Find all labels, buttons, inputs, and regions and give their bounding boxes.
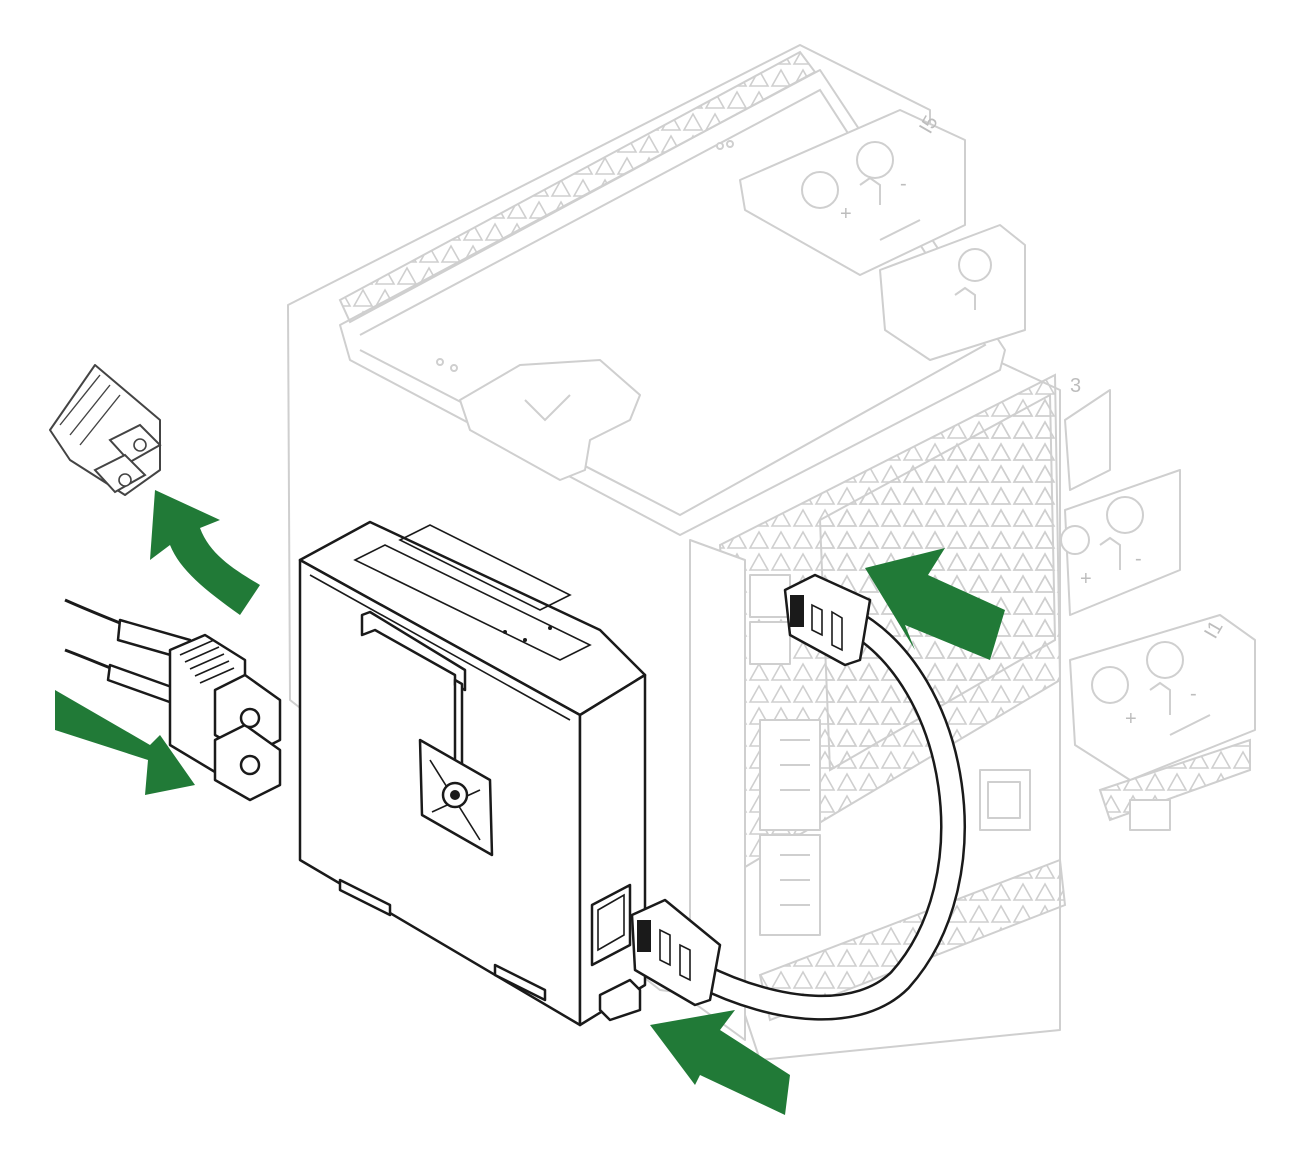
terminal-sign-plus: + [840, 203, 852, 225]
dust-cap [49, 364, 162, 496]
terminal-block-middle: 3 + - [1060, 375, 1181, 616]
fiber-module [298, 520, 647, 1027]
terminal-label-middle: 3 [1070, 375, 1081, 397]
patch-cable-connector-module [630, 898, 722, 1007]
terminal-sign-minus-2: - [1135, 548, 1142, 570]
terminal-sign-minus: - [900, 173, 907, 195]
terminal-sign-minus-3: - [1190, 683, 1197, 705]
terminal-block-bottom: I1 + - [1069, 614, 1256, 781]
fiber-connector [168, 633, 282, 802]
patch-cable [687, 607, 966, 1021]
insert-patch-cable-main-arrow [865, 548, 1005, 660]
remove-dust-cap-arrow [150, 490, 260, 615]
patch-cable-connector-controller [783, 573, 872, 667]
terminal-block-upper-mid [879, 224, 1026, 361]
terminal-sign-plus-2: + [1080, 568, 1092, 590]
arrow-layer [55, 490, 1005, 1115]
insert-fiber-arrow [55, 690, 195, 795]
insert-patch-cable-module-arrow [650, 1010, 790, 1115]
terminal-sign-plus-3: + [1125, 708, 1137, 730]
